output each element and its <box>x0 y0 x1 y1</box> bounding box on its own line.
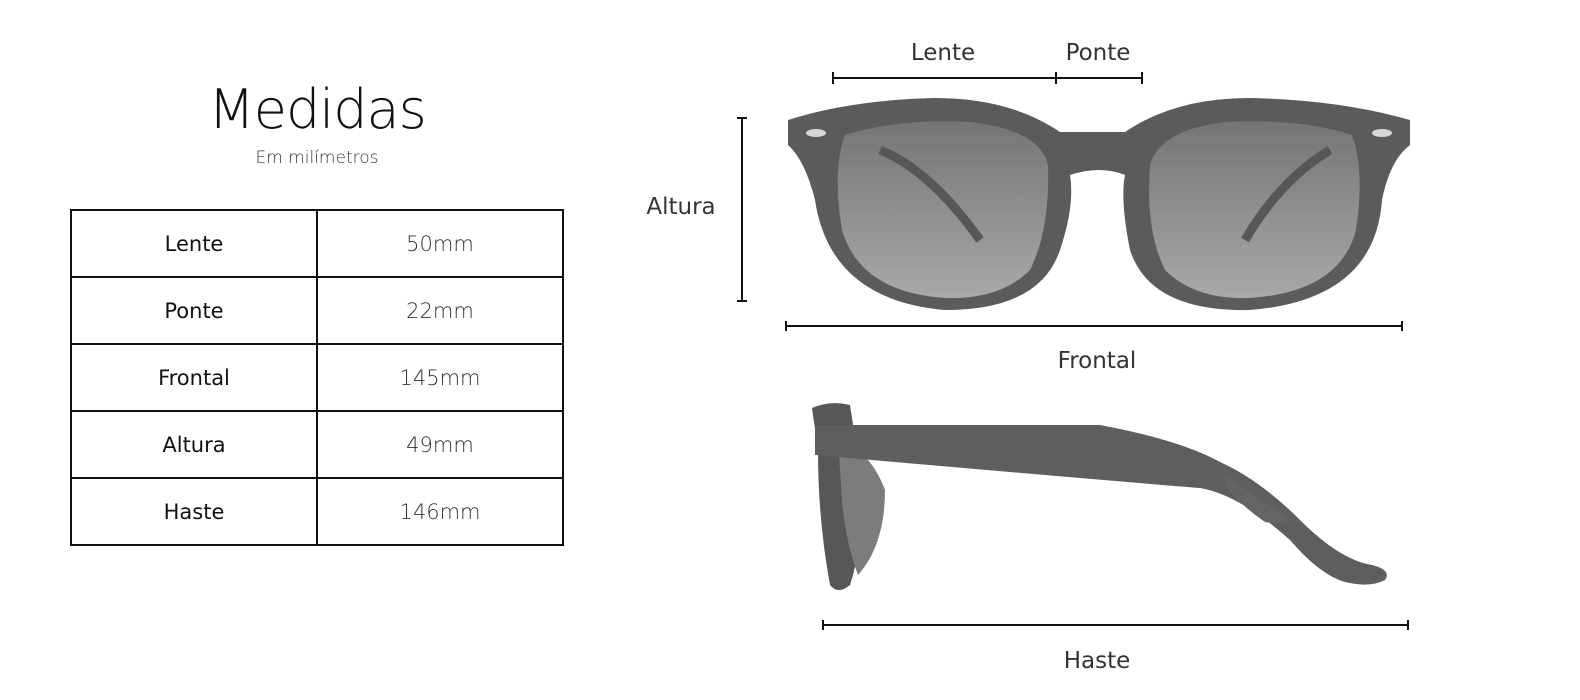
page-subtitle: Em milímetros <box>255 148 379 168</box>
row-label: Altura <box>70 410 318 479</box>
table-row: Lente 50mm <box>70 209 564 278</box>
glasses-side-view <box>812 403 1387 590</box>
row-value: 145mm <box>316 343 564 412</box>
row-label: Haste <box>70 477 318 546</box>
right-temple-arm <box>1241 146 1333 243</box>
lente-label: Lente <box>911 40 975 66</box>
glasses-diagram: Lente Ponte Altura Frontal Haste <box>646 40 1410 674</box>
right-hinge-rivet <box>1372 129 1392 137</box>
measurements-table: Lente 50mm Ponte 22mm Frontal 145mm Altu… <box>70 209 564 546</box>
altura-label: Altura <box>646 194 715 220</box>
row-label: Lente <box>70 209 318 278</box>
row-value: 50mm <box>316 209 564 278</box>
table-row: Frontal 145mm <box>70 343 564 412</box>
frontal-label: Frontal <box>1058 348 1137 374</box>
haste-label: Haste <box>1064 648 1131 674</box>
lente-dimension-line <box>832 72 1057 84</box>
frontal-dimension-line <box>785 321 1403 331</box>
row-label: Frontal <box>70 343 318 412</box>
temple-tip-inner <box>1225 475 1290 523</box>
row-value: 49mm <box>316 410 564 479</box>
left-lens <box>837 121 1049 299</box>
page-title: Medidas <box>208 78 427 141</box>
glasses-front-view <box>788 98 1410 311</box>
temple-side <box>815 425 1387 585</box>
lens-side <box>838 440 885 575</box>
ponte-dimension-line <box>1056 72 1143 84</box>
row-label: Ponte <box>70 276 318 345</box>
row-value: 146mm <box>316 477 564 546</box>
table-row: Altura 49mm <box>70 410 564 479</box>
table-row: Haste 146mm <box>70 477 564 546</box>
left-hinge-rivet <box>806 129 826 137</box>
haste-dimension-line <box>822 620 1409 630</box>
left-temple-arm <box>878 145 984 243</box>
ponte-label: Ponte <box>1066 40 1131 66</box>
altura-dimension-line <box>737 117 747 302</box>
row-value: 22mm <box>316 276 564 345</box>
table-row: Ponte 22mm <box>70 276 564 345</box>
